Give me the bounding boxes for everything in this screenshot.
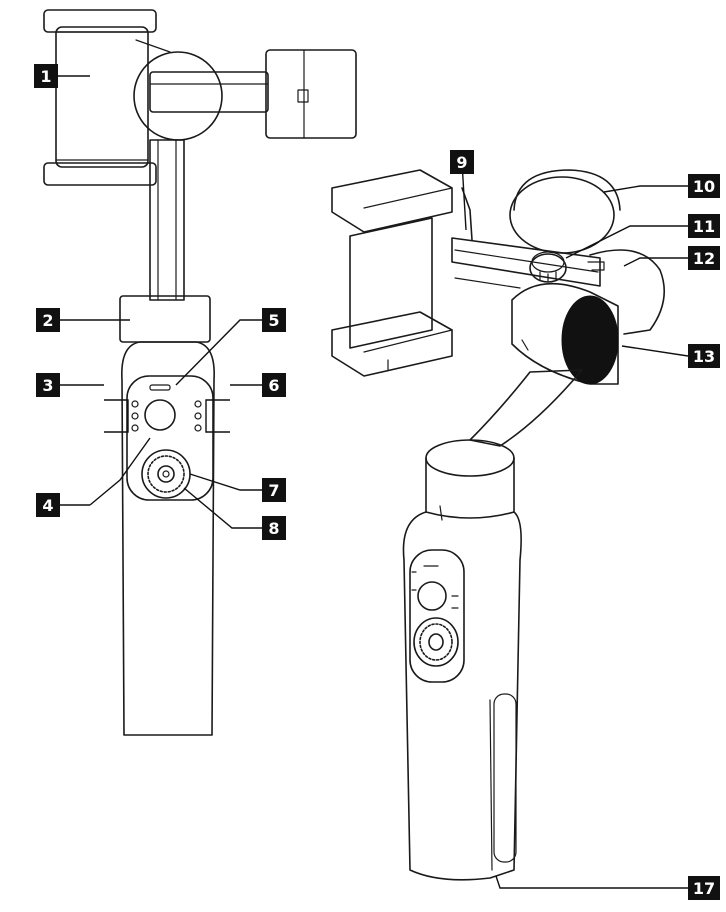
callout-2: 2 bbox=[36, 308, 60, 332]
callout-label: 10 bbox=[693, 177, 715, 196]
callout-label: 7 bbox=[268, 481, 279, 500]
callout-13: 13 bbox=[688, 344, 720, 368]
handle-front bbox=[121, 341, 215, 736]
led-group-right bbox=[194, 400, 202, 432]
led-group-left bbox=[131, 400, 139, 432]
callout-6: 6 bbox=[262, 373, 286, 397]
gimbal-side-view bbox=[331, 169, 666, 881]
joystick-front bbox=[141, 449, 191, 499]
vertical-arm-front bbox=[149, 139, 185, 301]
handle-side bbox=[402, 439, 522, 881]
callout-label: 8 bbox=[268, 519, 279, 538]
callout-label: 4 bbox=[42, 496, 53, 515]
power-button-front bbox=[144, 399, 176, 431]
phone-clamp-front bbox=[43, 9, 157, 186]
callout-label: 6 bbox=[268, 376, 279, 395]
callout-11: 11 bbox=[688, 214, 720, 238]
callout-12: 12 bbox=[688, 246, 720, 270]
callout-9: 9 bbox=[450, 150, 474, 174]
callout-5: 5 bbox=[262, 308, 286, 332]
tilt-arm-side bbox=[451, 187, 601, 289]
tilt-arm-front bbox=[133, 39, 357, 141]
callout-label: 5 bbox=[268, 311, 279, 330]
callout-label: 9 bbox=[456, 153, 467, 172]
curved-arm-side bbox=[469, 369, 583, 447]
lock-knob-side bbox=[529, 251, 567, 283]
callout-1: 1 bbox=[34, 64, 58, 88]
roll-motor-side bbox=[509, 169, 621, 254]
callout-label: 11 bbox=[693, 217, 715, 236]
callout-17: 17 bbox=[688, 876, 720, 900]
arm-end-cap-side bbox=[587, 249, 666, 335]
pan-motor-front bbox=[119, 295, 211, 343]
callout-label: 3 bbox=[42, 376, 53, 395]
callout-4: 4 bbox=[36, 493, 60, 517]
callout-7: 7 bbox=[262, 478, 286, 502]
callout-10: 10 bbox=[688, 174, 720, 198]
phone-clamp-side bbox=[331, 169, 453, 377]
joystick-side bbox=[413, 617, 459, 667]
callout-label: 2 bbox=[42, 311, 53, 330]
callout-label: 1 bbox=[40, 67, 51, 86]
indicator-slot bbox=[149, 384, 171, 391]
callout-3: 3 bbox=[36, 373, 60, 397]
callout-8: 8 bbox=[262, 516, 286, 540]
pan-motor-side bbox=[511, 282, 619, 385]
callout-label: 17 bbox=[693, 879, 715, 898]
callout-label: 12 bbox=[693, 249, 715, 268]
callout-label: 13 bbox=[693, 347, 715, 366]
gimbal-front-view bbox=[43, 9, 357, 736]
leader-lines bbox=[58, 75, 689, 889]
